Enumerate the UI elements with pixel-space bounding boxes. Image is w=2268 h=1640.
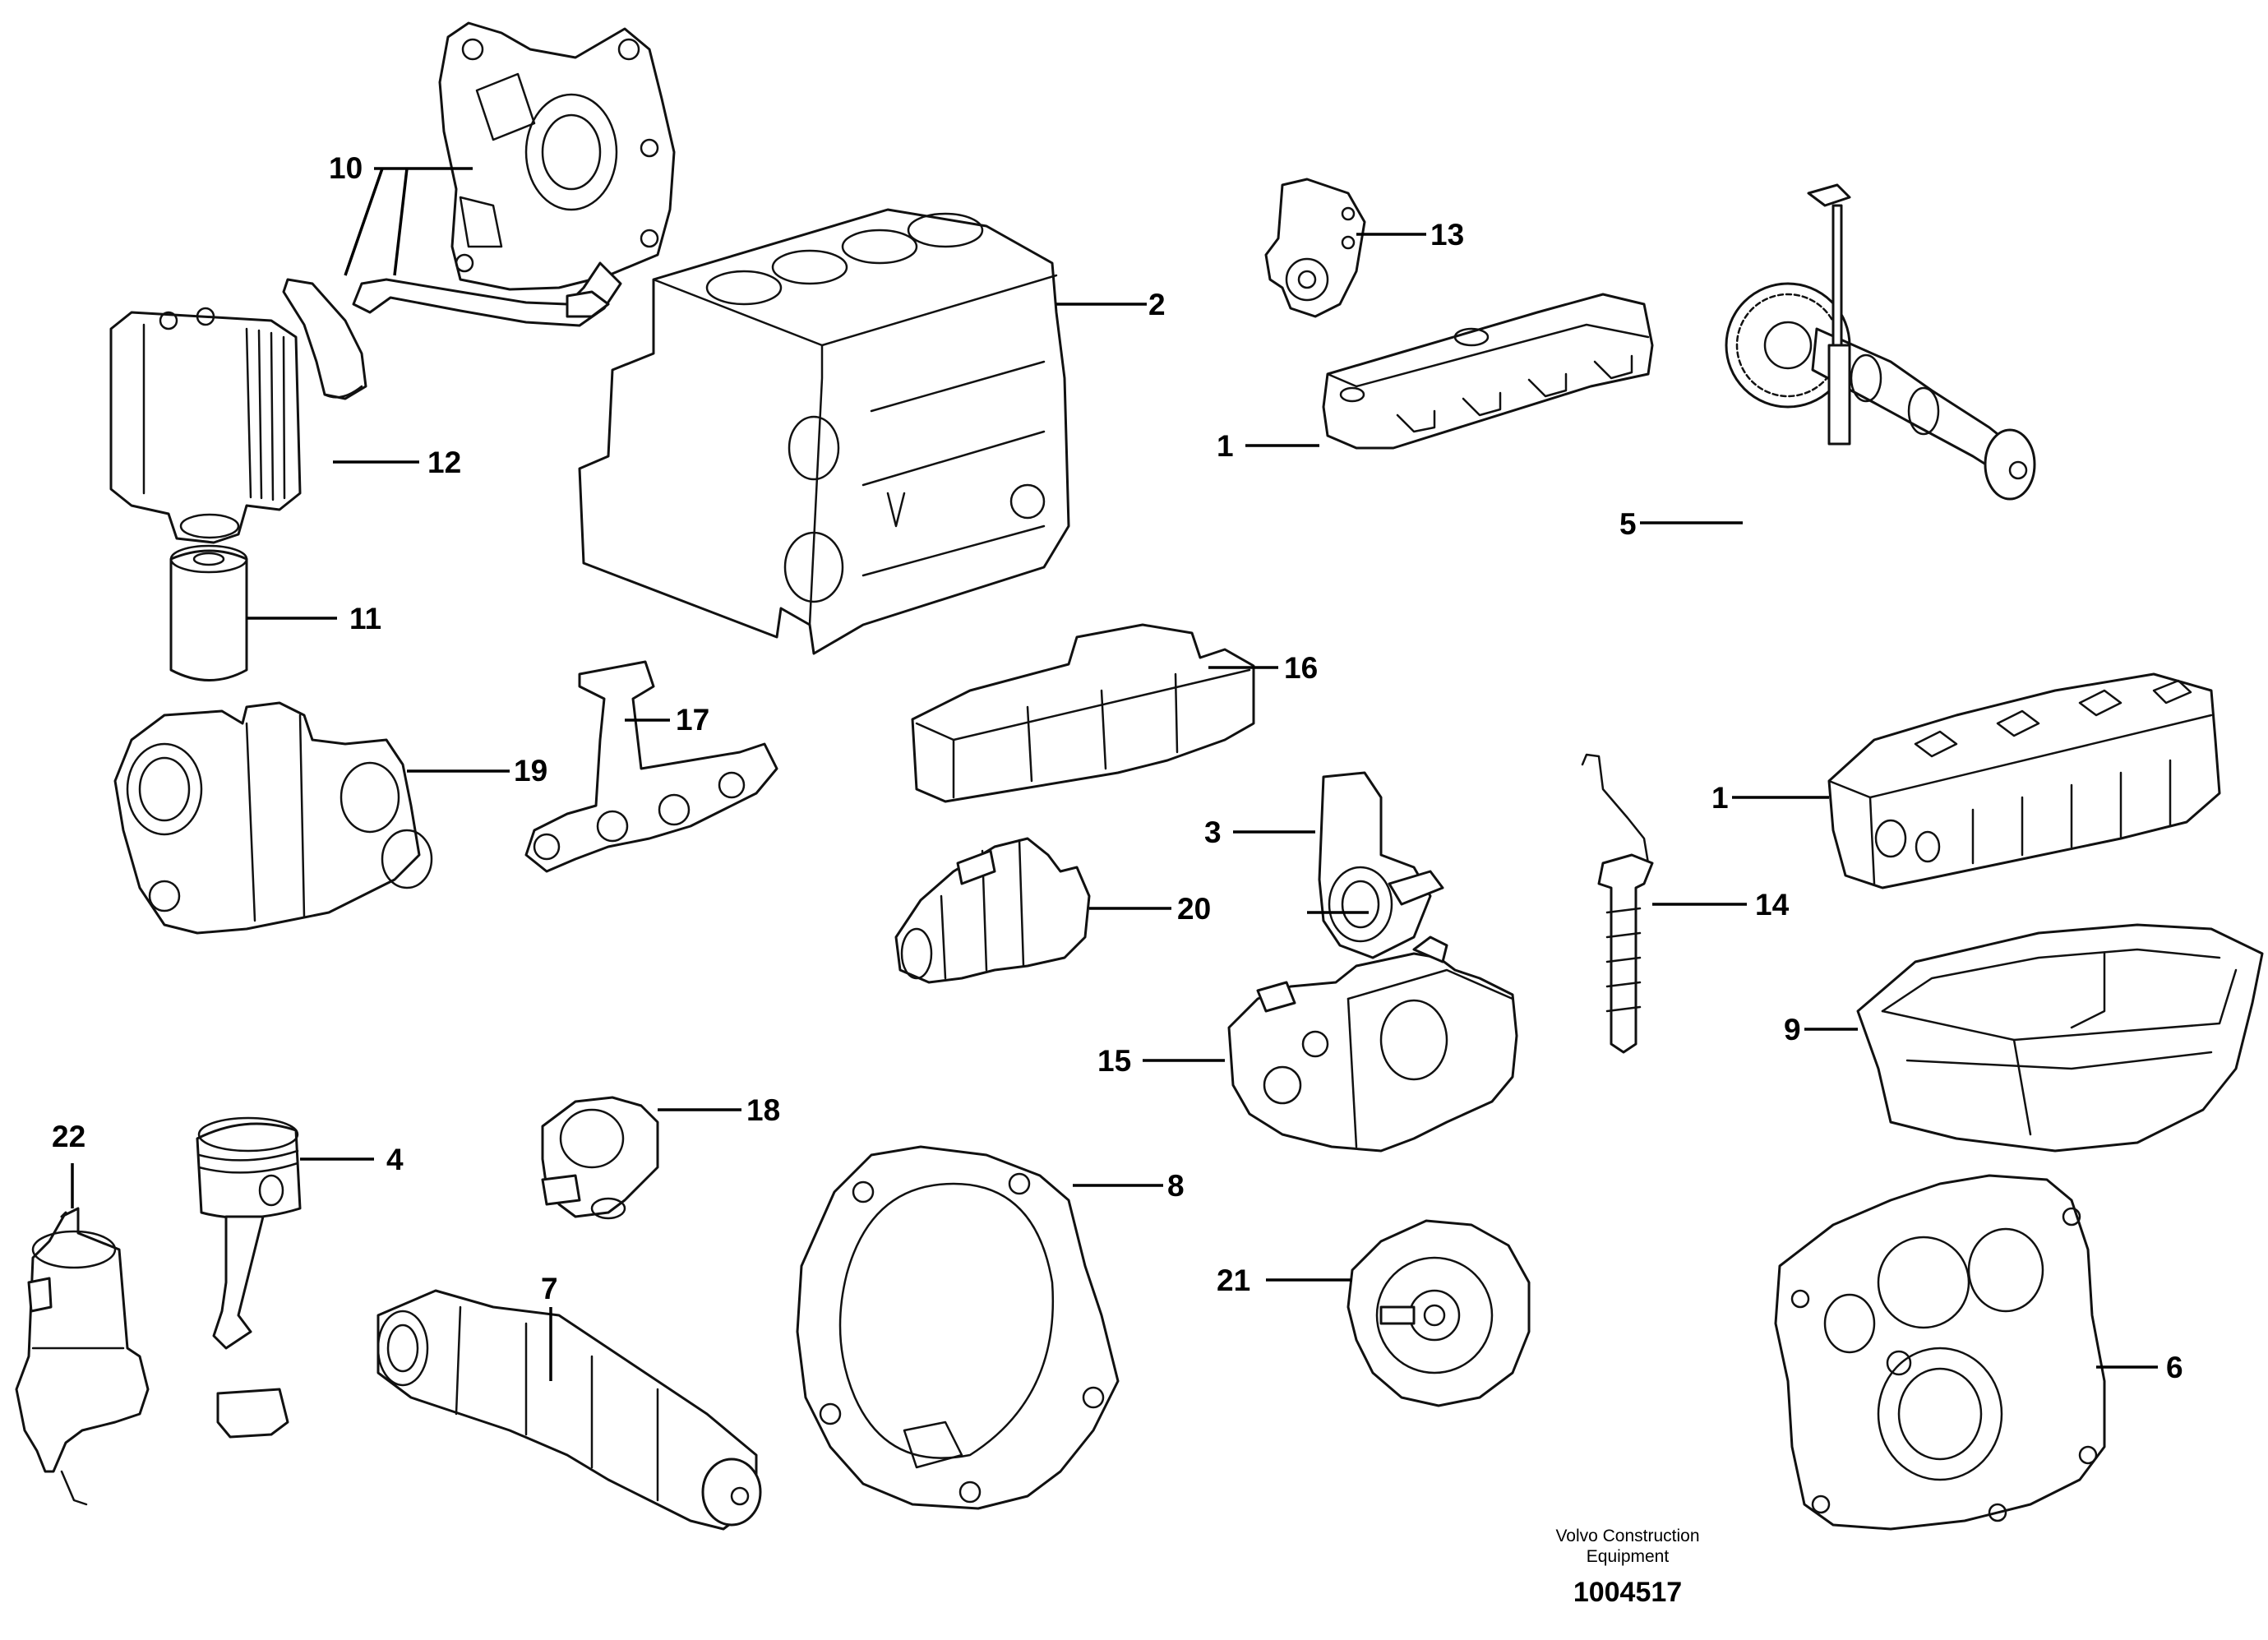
callout-19: 19: [514, 754, 547, 788]
part-injection-pump: [1227, 935, 1518, 1153]
brand-line-2: Equipment: [1587, 1547, 1670, 1566]
callout-16: 16: [1284, 651, 1318, 685]
callout-1-cylinder-head: 1: [1711, 781, 1729, 815]
part-flywheel-housing: [796, 1145, 1120, 1510]
part-alternator: [1346, 1219, 1531, 1407]
part-camshaft: [1725, 282, 2036, 501]
part-injector-housing: [911, 623, 1255, 803]
part-oil-cooler: [109, 307, 302, 544]
part-timing-gear-housing: [1774, 1174, 2106, 1531]
part-oil-suction-pipe: [282, 261, 622, 400]
part-starter-motor: [894, 837, 1091, 984]
callout-labels: 10 12 11 2 13 1 5 16 3 17 19 20 1 14 15 …: [52, 151, 2183, 1384]
part-thermostat-housing: [113, 701, 433, 935]
part-engine-block: [578, 208, 1070, 655]
drawing-number: 1004517: [1573, 1577, 1682, 1608]
callout-18: 18: [746, 1093, 780, 1127]
part-piston-conrod: [196, 1116, 302, 1439]
part-oil-filter: [169, 544, 248, 681]
part-water-pump: [541, 1096, 659, 1220]
part-pump-drive: [1318, 771, 1444, 959]
drawing-footer: Volvo Construction Equipment 1004517: [1555, 1527, 1699, 1608]
callout-9: 9: [1784, 1013, 1801, 1046]
part-oil-sump: [1856, 923, 2264, 1153]
part-valve-cover: [1322, 293, 1654, 450]
callout-4: 4: [386, 1143, 404, 1176]
part-injector-sensor: [1581, 753, 1654, 1054]
part-belt-tensioner: [1264, 178, 1366, 318]
callout-17: 17: [676, 703, 709, 737]
callout-11: 11: [349, 602, 381, 635]
brand-line-1: Volvo Construction: [1555, 1527, 1699, 1545]
part-oil-pump-cover: [438, 21, 676, 291]
callout-15: 15: [1097, 1044, 1131, 1078]
part-feed-pump: [15, 1207, 150, 1506]
callout-22: 22: [52, 1120, 85, 1153]
callout-6: 6: [2166, 1351, 2183, 1384]
part-cylinder-head: [1827, 672, 2221, 889]
callout-8: 8: [1167, 1169, 1185, 1203]
callout-3: 3: [1204, 815, 1222, 849]
callout-2: 2: [1148, 288, 1166, 321]
callout-1-valve-cover: 1: [1217, 429, 1234, 463]
leader-lines: [71, 167, 2158, 1381]
callout-21: 21: [1217, 1263, 1250, 1297]
callout-7: 7: [541, 1272, 558, 1305]
callout-20: 20: [1177, 892, 1211, 926]
part-exhaust-manifold: [524, 660, 778, 873]
callout-10: 10: [329, 151, 363, 185]
callout-12: 12: [427, 446, 461, 479]
callout-5: 5: [1619, 507, 1637, 541]
callout-14: 14: [1755, 888, 1790, 922]
part-pushrod-rocker: [1807, 183, 1851, 446]
part-crankshaft: [376, 1289, 762, 1531]
callout-13: 13: [1430, 218, 1464, 252]
